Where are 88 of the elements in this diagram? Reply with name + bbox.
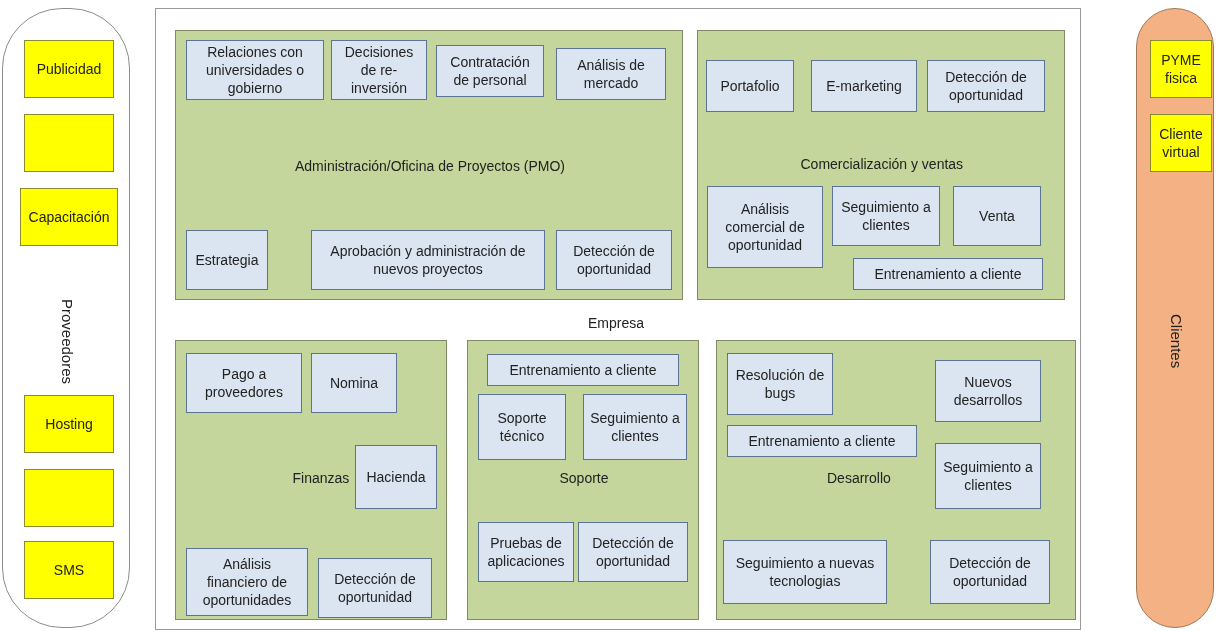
box-text: Decisiones de re-inversión: [343, 42, 415, 98]
process-box: [927, 60, 1045, 112]
box-text: Publicidad: [36, 59, 102, 79]
process-box: [935, 360, 1041, 422]
box-text: Aprobación y administración de nuevos proyectos: [329, 241, 527, 279]
process-box: [723, 540, 887, 604]
box-text: E-marketing: [826, 76, 902, 96]
area-panel: [716, 340, 1076, 620]
item-box: [24, 40, 114, 98]
box-text: Detección de oportunidad: [948, 553, 1032, 591]
box-text: Seguimiento a clientes: [840, 197, 932, 235]
area-panel: [467, 340, 699, 620]
box-text: Análisis de mercado: [576, 55, 646, 93]
box-text: PYME fisica: [1160, 50, 1202, 88]
area-panel: [175, 340, 447, 620]
group-title: Finanzas: [292, 470, 350, 486]
box-text: Pago a proveedores: [204, 364, 284, 402]
area-panel: [697, 30, 1065, 300]
box-text: Detección de oportunidad: [591, 533, 675, 571]
process-box: [853, 258, 1043, 290]
process-box: [478, 522, 574, 582]
box-text: Pruebas de aplicaciones: [486, 533, 566, 571]
item-box: [1150, 40, 1212, 98]
box-text: Hosting: [45, 414, 93, 434]
box-text: Entrenamiento a cliente: [509, 360, 657, 380]
process-box: [436, 45, 544, 97]
process-box: [930, 540, 1050, 604]
process-box: [583, 394, 687, 460]
box-text: SMS: [53, 560, 85, 580]
process-box: [706, 60, 794, 112]
process-box: [186, 353, 302, 413]
process-box: [953, 186, 1041, 246]
process-box: [186, 230, 268, 290]
process-box: [707, 186, 823, 268]
box-text: Soporte técnico: [496, 408, 548, 446]
group-title: Clientes: [1167, 314, 1185, 369]
box-text: Detección de oportunidad: [944, 67, 1028, 105]
box-text: Hacienda: [366, 467, 426, 487]
process-box: [186, 548, 308, 616]
process-box: [832, 186, 940, 246]
item-box: [1150, 114, 1212, 172]
box-text: Análisis financiero de oportunidades: [201, 554, 293, 610]
box-text: Seguimiento a nuevas tecnologias: [734, 553, 876, 591]
box-text: Venta: [979, 206, 1015, 226]
process-box: [727, 425, 917, 457]
box-text: Estrategia: [195, 250, 259, 270]
process-box: [331, 40, 427, 100]
item-box: [20, 188, 118, 246]
company-panel: [155, 8, 1081, 630]
box-text: Nomina: [329, 373, 379, 393]
item-box: [24, 541, 114, 599]
box-text: Detección de oportunidad: [572, 241, 656, 279]
box-text: Seguimiento a clientes: [942, 457, 1034, 495]
group-title: Soporte: [559, 470, 609, 486]
group-title: Empresa: [588, 315, 645, 331]
process-box: [935, 443, 1041, 509]
process-box: [727, 353, 833, 415]
box-text: Portafolio: [720, 76, 780, 96]
process-box: [311, 353, 397, 413]
process-box: [478, 394, 566, 460]
box-text: Entrenamiento a cliente: [874, 264, 1022, 284]
box-text: Análisis comercial de oportunidad: [724, 199, 806, 255]
box-text: Capacitación: [28, 207, 110, 227]
group-title: Desarrollo: [827, 470, 891, 486]
process-box: [556, 230, 672, 290]
group-title: Proveedores: [58, 298, 76, 384]
box-text: Relaciones con universidades o gobierno: [204, 42, 306, 98]
process-box: [811, 60, 917, 112]
process-box: [311, 230, 545, 290]
box-text: Resolución de bugs: [734, 365, 826, 403]
item-box: [24, 395, 114, 453]
process-box: [355, 445, 437, 509]
process-box: [556, 48, 666, 100]
box-text: Cliente virtual: [1158, 124, 1204, 162]
process-box: [186, 40, 324, 100]
process-box: [318, 558, 432, 618]
item-box: [24, 114, 114, 172]
box-text: Nuevos desarrollos: [952, 372, 1024, 410]
process-box: [578, 522, 688, 582]
box-text: Entrenamiento a cliente: [748, 431, 896, 451]
box-text: Seguimiento a clientes: [589, 408, 681, 446]
group-title: Administración/Oficina de Proyectos (PMO): [295, 158, 565, 174]
box-text: Detección de oportunidad: [333, 569, 417, 607]
item-box: [24, 469, 114, 527]
process-box: [487, 354, 679, 386]
area-panel: [175, 30, 683, 300]
box-text: Contratación de personal: [449, 52, 531, 90]
group-title: Comercialización y ventas: [800, 156, 964, 172]
